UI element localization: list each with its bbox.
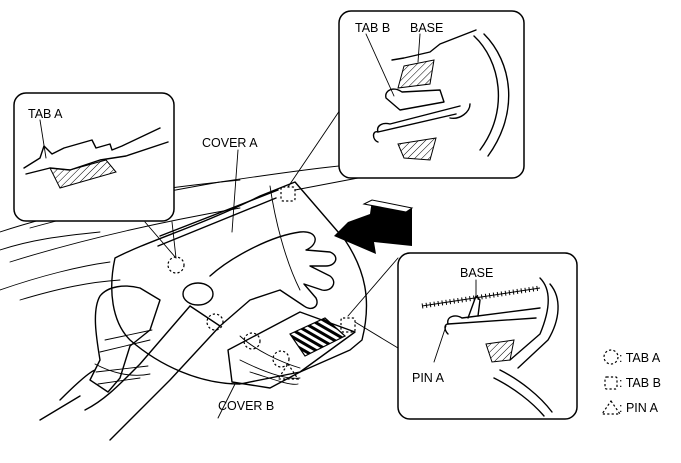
label-base-right: BASE [460, 266, 493, 280]
cover-a-leader [231, 149, 239, 233]
tab-b-callout [338, 10, 525, 179]
tab-b-marker [280, 186, 296, 202]
legend-triangle-icon [600, 399, 622, 415]
callout-leaders [144, 109, 399, 349]
label-tab-b: TAB B [355, 21, 390, 35]
pin-a-callout [397, 252, 578, 420]
pin-a-marker [276, 362, 300, 380]
label-cover-b: COVER B [218, 399, 274, 413]
tab-a-marker [243, 332, 261, 350]
label-pin-a: PIN A [412, 371, 445, 385]
legend: : TAB A : TAB B : PIN A [600, 349, 661, 415]
label-base-top: BASE [410, 21, 443, 35]
legend-circle-icon [603, 349, 619, 365]
direction-arrow [334, 199, 414, 254]
tab-b-marker [340, 317, 356, 333]
label-tab-a: TAB A [28, 107, 63, 121]
legend-pin-a-text: : PIN A [619, 401, 659, 415]
cover-b-panel [227, 311, 356, 389]
legend-tab-a-text: : TAB A [619, 351, 661, 365]
tab-a-callout [13, 92, 175, 222]
tab-a-markers [167, 256, 290, 368]
tab-a-marker [167, 256, 185, 274]
cover-b-leader [217, 383, 236, 419]
hands-illustration [39, 231, 337, 441]
legend-square-icon [604, 376, 618, 390]
tab-a-marker [272, 350, 290, 368]
legend-tab-b-text: : TAB B [619, 376, 661, 390]
tab-a-marker [206, 313, 224, 331]
label-cover-a: COVER A [202, 136, 258, 150]
pin-a-markers [276, 362, 300, 380]
cover-a-panel [111, 181, 368, 385]
